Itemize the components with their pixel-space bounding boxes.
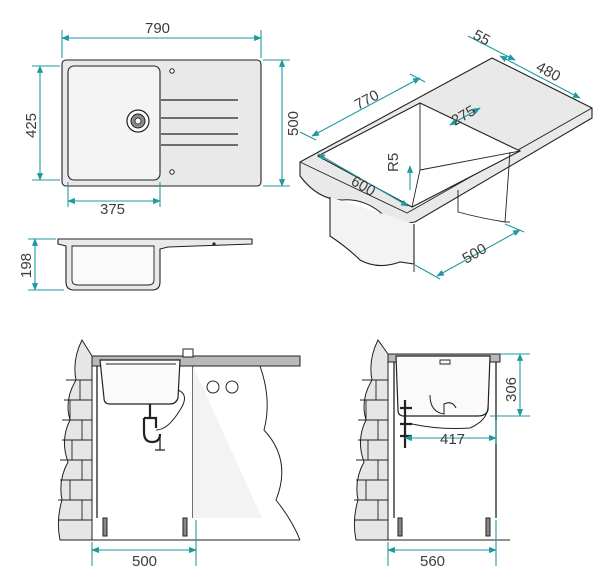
top-width-label: 790: [145, 20, 170, 37]
top-view: 790 500 425 375: [23, 20, 302, 218]
bowl-width-label: 375: [100, 201, 125, 218]
side-section: 306 417 560: [353, 339, 530, 570]
iso-lip-label: 55: [470, 27, 493, 50]
iso-length-label: 770: [352, 87, 382, 114]
front-cabinet-label: 500: [132, 553, 157, 570]
section-height-label: 306: [503, 377, 520, 402]
side-depth-label: 198: [18, 253, 35, 278]
iso-cabinet-label: 500: [460, 240, 490, 267]
iso-radius-label: R5: [385, 153, 402, 172]
front-section: 500: [57, 338, 301, 570]
section-cabinet-label: 560: [420, 553, 445, 570]
section-offset-label: 417: [440, 431, 465, 448]
isometric-view: 770 55 480 275 R5 600 500: [299, 27, 593, 280]
top-height-label: 500: [285, 111, 302, 136]
bowl-height-label: 425: [23, 113, 40, 138]
side-view: 198: [18, 238, 253, 291]
